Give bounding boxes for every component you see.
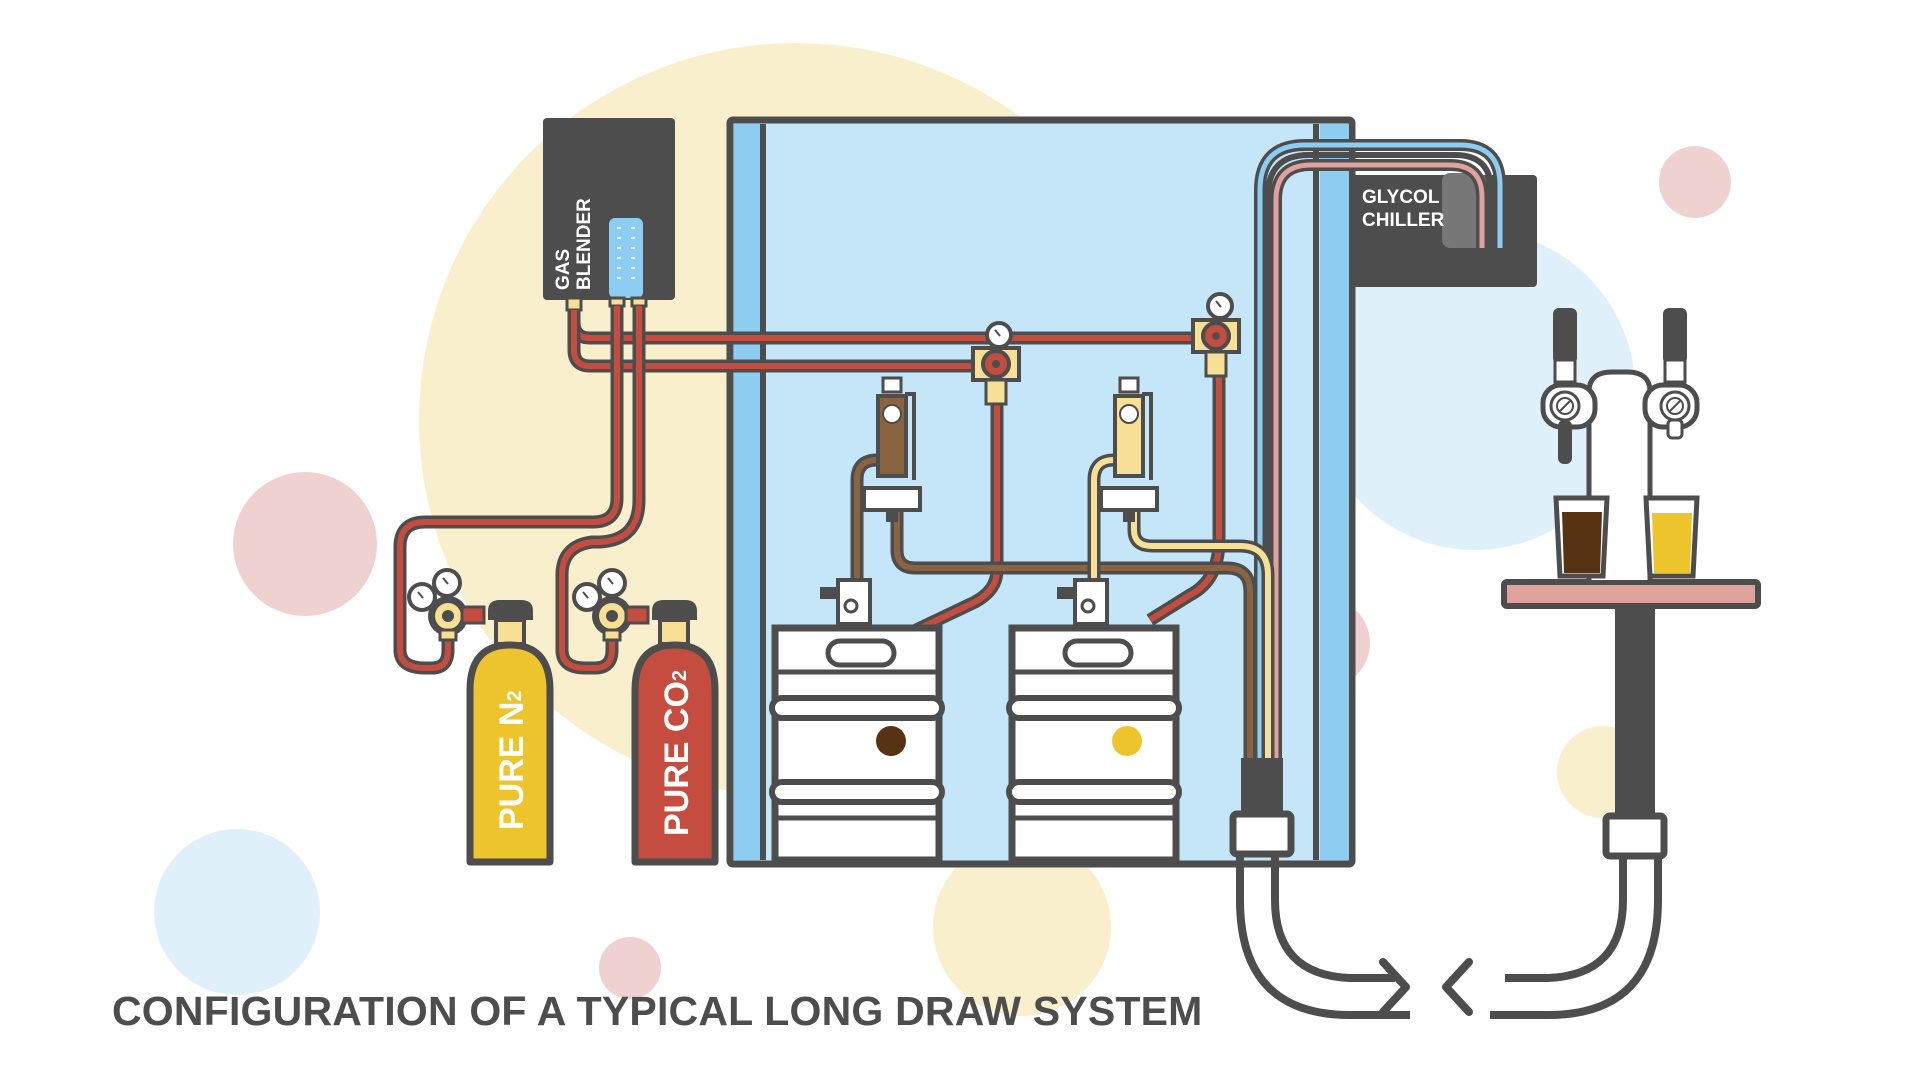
bg-circle-blue-left <box>154 829 320 995</box>
diagram-title: CONFIGURATION OF A TYPICAL LONG DRAW SYS… <box>112 988 1203 1034</box>
fob-detector-1 <box>862 376 922 522</box>
glycol-chiller-label-2: CHILLER <box>1362 210 1445 231</box>
arrow-right-icon <box>1379 958 1410 1016</box>
glycol-chiller-label-1: GLYCOL <box>1362 187 1440 208</box>
keg-dark-beer <box>769 578 945 864</box>
cylinder-n2: PURE N2 <box>466 600 554 866</box>
bg-circle-pink-left <box>233 472 377 616</box>
keg-light-beer <box>1006 578 1182 864</box>
keg-beer-color-dot <box>1112 726 1142 756</box>
cylinder-co2-label: PURE CO2 <box>658 670 696 836</box>
cylinder-co2: PURE CO2 <box>631 600 719 866</box>
cylinder-n2-label: PURE N2 <box>493 690 531 830</box>
arrow-left-icon <box>1442 958 1473 1016</box>
glass-light-beer <box>1643 495 1700 579</box>
secondary-regulator-1 <box>971 321 1021 406</box>
cylinder-regulator-n2 <box>407 568 486 642</box>
tower-trunk-line <box>1442 600 1668 1019</box>
trunk-line <box>1229 758 1410 1019</box>
beer-lines <box>850 453 1275 760</box>
tap-handle-icon <box>1663 308 1687 364</box>
keg-beer-color-dot <box>876 726 906 756</box>
gas-blender-label-1: GAS <box>553 249 574 290</box>
bg-circle-pink-small <box>599 937 661 999</box>
fob-detector-2 <box>1099 376 1159 522</box>
bg-circle-pink-top-right <box>1659 146 1731 218</box>
bg-circle-yellow-bottom <box>933 838 1111 1016</box>
glycol-chiller: GLYCOL CHILLER <box>1352 173 1537 287</box>
gas-blender-label-2: BLENDER <box>574 198 595 290</box>
secondary-regulator-2 <box>1191 292 1241 378</box>
cylinder-regulator-co2 <box>572 568 650 642</box>
tap-handle-icon <box>1553 308 1577 364</box>
gas-blender: GAS BLENDER <box>543 118 675 312</box>
bar-drip-tray <box>1501 579 1761 609</box>
glycol-lines <box>1254 139 1506 760</box>
glass-dark-beer <box>1553 495 1610 579</box>
